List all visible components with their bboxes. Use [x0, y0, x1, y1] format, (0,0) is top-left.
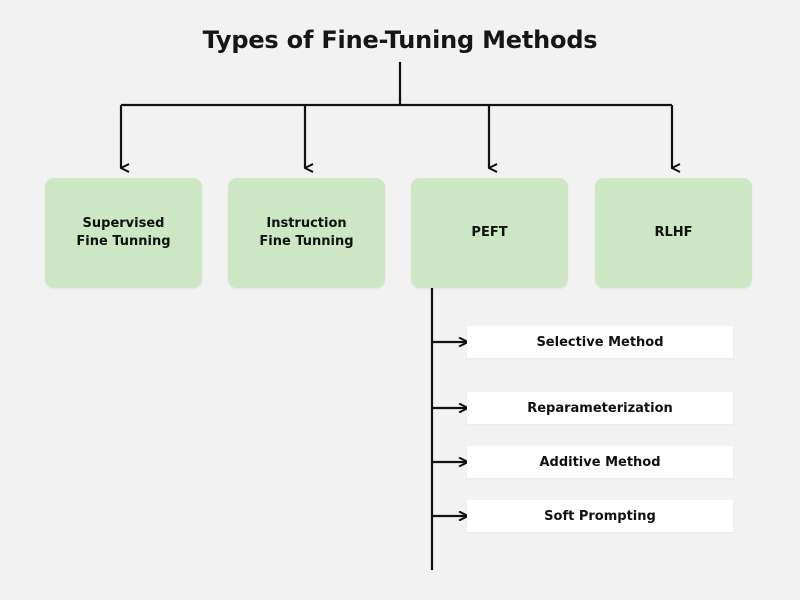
leaf-soft-prompting[interactable]: Soft Prompting [467, 500, 733, 532]
node-label-line1: Supervised [82, 216, 165, 232]
node-label-line1: PEFT [471, 225, 508, 241]
leaf-label: Selective Method [536, 334, 664, 350]
leaf-selective-method[interactable]: Selective Method [467, 326, 733, 358]
node-label-line1: Instruction [266, 216, 347, 232]
leaf-label: Soft Prompting [544, 508, 656, 524]
node-label-line2: Fine Tunning [259, 234, 354, 249]
leaf-additive-method[interactable]: Additive Method [467, 446, 733, 478]
node-supervised-fine-tunning[interactable]: Supervised Fine Tunning [45, 178, 202, 288]
node-label-line2: Fine Tunning [76, 234, 171, 249]
node-peft[interactable]: PEFT [411, 178, 568, 288]
node-rlhf[interactable]: RLHF [595, 178, 752, 288]
leaf-reparameterization[interactable]: Reparameterization [467, 392, 733, 424]
page-title: Types of Fine-Tuning Methods [202, 26, 598, 54]
leaf-label: Additive Method [539, 454, 661, 470]
node-label-line1: RLHF [654, 225, 693, 241]
leaf-label: Reparameterization [527, 400, 673, 416]
node-instruction-fine-tunning[interactable]: Instruction Fine Tunning [228, 178, 385, 288]
